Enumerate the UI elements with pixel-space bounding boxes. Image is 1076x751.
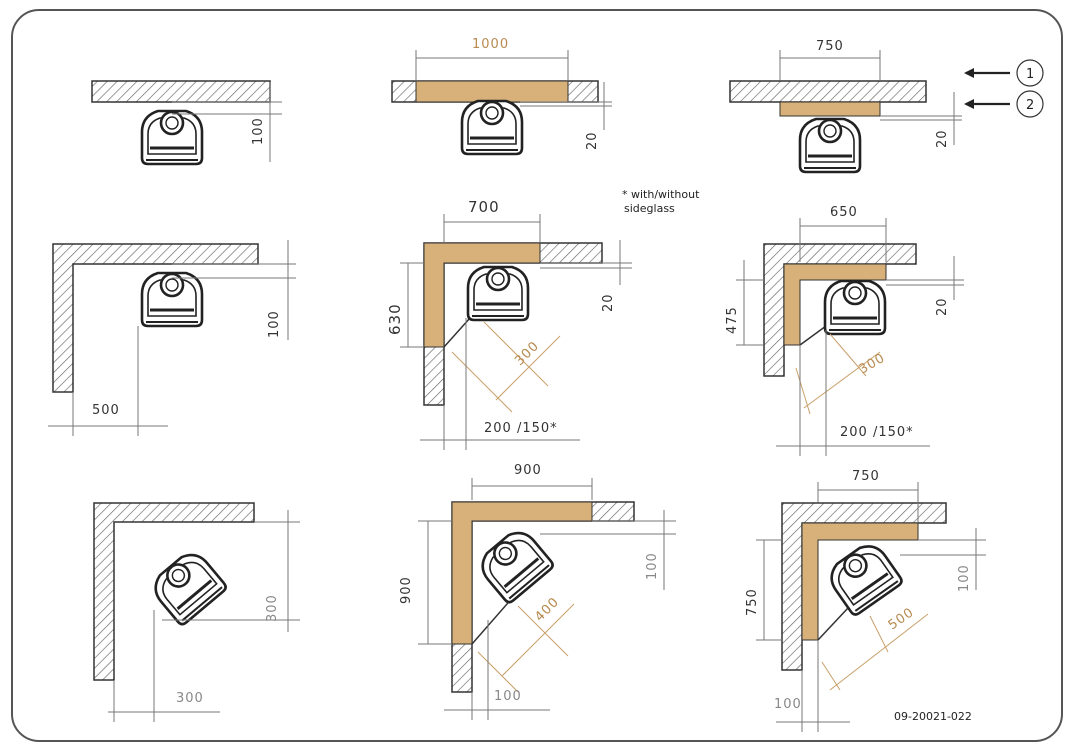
height-label: 300 xyxy=(265,594,280,622)
stove-icon xyxy=(823,279,887,336)
stove-icon xyxy=(466,265,530,322)
stove-icon xyxy=(798,117,862,174)
width-label: 650 xyxy=(830,205,858,220)
bottom-label: 300 xyxy=(176,691,204,706)
stove-icon xyxy=(140,109,204,166)
stove-icon xyxy=(140,271,204,328)
offset-label: 20 xyxy=(585,131,600,150)
note-line-1: * with/without xyxy=(622,188,700,201)
stove-icon xyxy=(146,545,230,628)
cladding-panel xyxy=(801,522,919,641)
drawing-frame xyxy=(11,9,1063,742)
marker-circle xyxy=(1016,59,1044,87)
width-label: 700 xyxy=(468,198,500,216)
diagram-8: 900 900 100 400 100 xyxy=(399,463,676,720)
offset-label: 100 xyxy=(645,552,660,580)
wall-segment xyxy=(729,80,927,103)
height-label: 630 xyxy=(386,303,404,335)
wall-segment xyxy=(91,80,271,103)
stove-icon xyxy=(473,523,557,606)
width-label: 1000 xyxy=(472,37,509,52)
drawing-code: 09-20021-022 xyxy=(894,710,972,723)
marker-2-label: 2 xyxy=(1026,98,1034,113)
bottom-label: 100 xyxy=(774,697,802,712)
cladding-panel xyxy=(415,80,569,103)
diag-label: 300 xyxy=(512,339,542,369)
width-label: 750 xyxy=(816,39,844,54)
height-label: 750 xyxy=(745,588,760,616)
note-line-2: sideglass xyxy=(624,202,675,215)
cladding-panel xyxy=(783,263,887,346)
diagram-4: 100 500 xyxy=(48,240,296,436)
diagram-9: 750 750 100 500 100 09-20021-022 xyxy=(745,469,986,732)
diagram-3: 750 20 1 2 xyxy=(729,39,1044,174)
offset-label: 100 xyxy=(267,310,282,338)
width-label: 750 xyxy=(852,469,880,484)
stove-icon xyxy=(460,99,524,156)
offset-label: 100 xyxy=(251,117,266,145)
offset-label: 100 xyxy=(957,564,972,592)
offset-label: 20 xyxy=(601,293,616,312)
diagram-2: 1000 20 xyxy=(391,37,612,156)
diagram-7: 300 300 xyxy=(93,502,300,722)
offset-label: 20 xyxy=(935,297,950,316)
marker-1-label: 1 xyxy=(1026,67,1034,82)
corner-wall xyxy=(451,501,635,693)
stove-icon xyxy=(822,537,905,619)
width-label: 900 xyxy=(514,463,542,478)
bottom-label: 200 /150* xyxy=(840,425,914,440)
diagram-1: 100 xyxy=(91,80,282,166)
diagram-5: 700 630 20 300 200 /150* * with/without … xyxy=(386,188,700,450)
cladding-panel xyxy=(779,101,881,117)
diag-label: 300 xyxy=(857,351,889,378)
corner-wall xyxy=(93,502,255,681)
height-label: 900 xyxy=(399,576,414,604)
bottom-label: 100 xyxy=(494,689,522,704)
offset-label: 20 xyxy=(935,129,950,148)
marker-circle xyxy=(1016,90,1044,118)
diagram-6: 650 475 20 300 200 /150* xyxy=(725,205,964,456)
height-label: 475 xyxy=(725,306,740,334)
diag-label: 500 xyxy=(886,605,917,633)
corner-wall xyxy=(52,243,259,393)
side-label: 500 xyxy=(92,403,120,418)
bottom-label: 200 /150* xyxy=(484,421,558,436)
